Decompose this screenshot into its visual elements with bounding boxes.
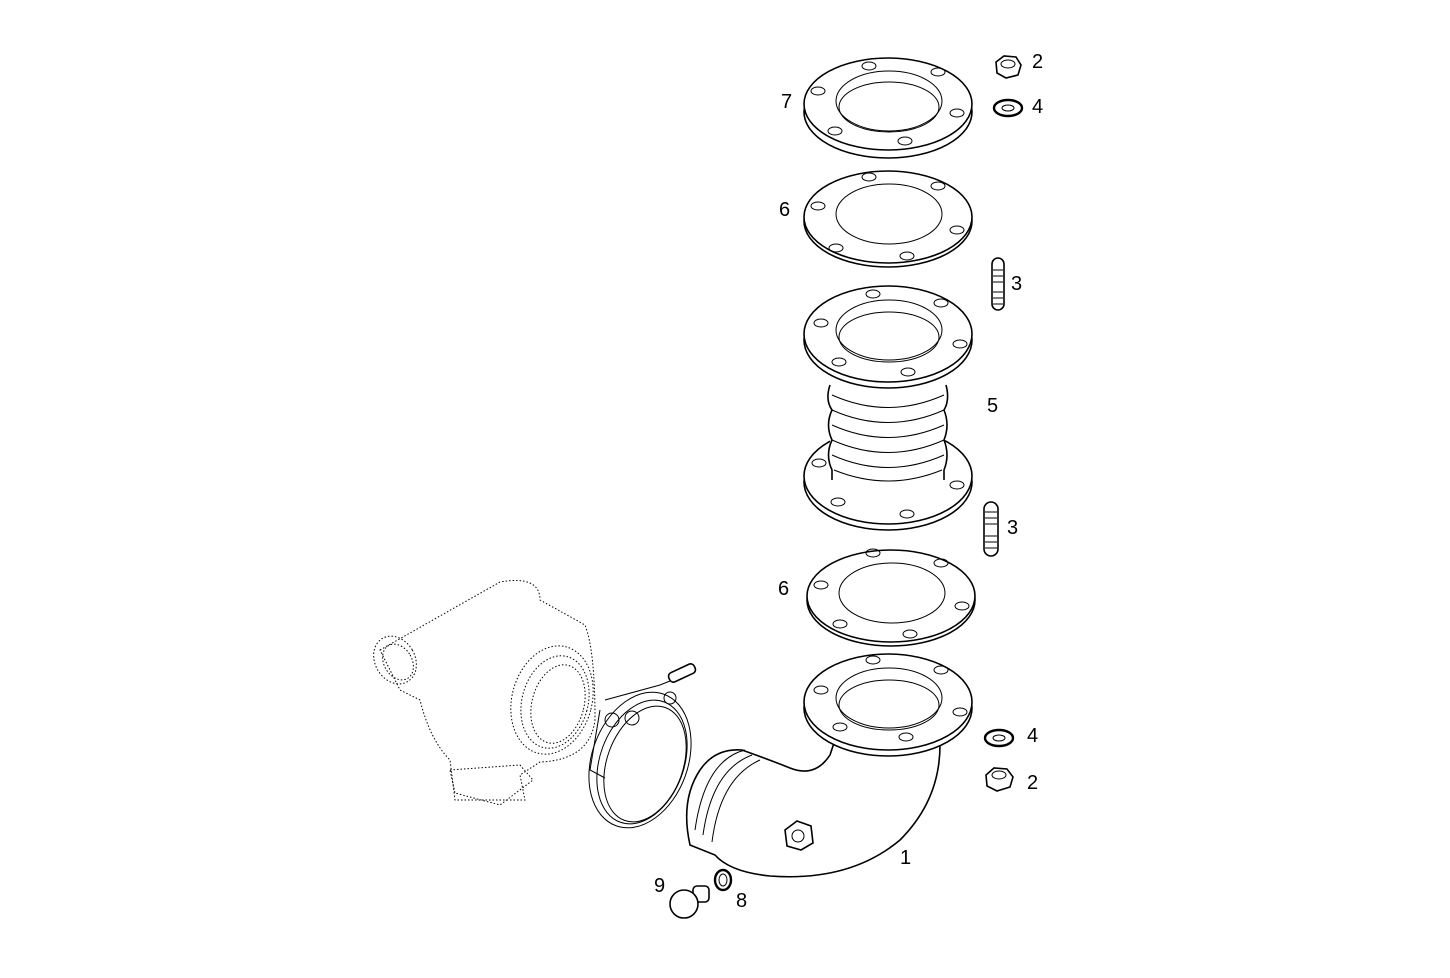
flange-part-7 xyxy=(803,57,973,159)
callout-part-6-bottom: 6 xyxy=(778,578,790,600)
callout-part-4-top: 4 xyxy=(1032,96,1044,118)
callout-part-8: 8 xyxy=(736,890,748,912)
nut-part-2-top xyxy=(995,55,1022,79)
gasket-part-6-bottom xyxy=(806,548,976,647)
callout-part-2-top: 2 xyxy=(1032,51,1044,73)
callout-part-6-top: 6 xyxy=(779,199,791,221)
v-band-clamp xyxy=(588,663,697,829)
callout-part-7: 7 xyxy=(781,91,793,113)
callout-part-3-bottom: 3 xyxy=(1007,517,1019,539)
turbocharger-reference xyxy=(373,580,596,806)
callout-part-1: 1 xyxy=(900,847,912,869)
seal-ring-part-8 xyxy=(713,868,733,892)
washer-part-4-bottom xyxy=(983,728,1015,748)
stud-part-3-top xyxy=(991,257,1005,311)
plug-part-9 xyxy=(669,885,710,919)
washer-part-4-top xyxy=(992,98,1024,118)
nut-part-2-bottom xyxy=(985,767,1014,792)
stud-part-3-bottom xyxy=(983,501,999,557)
bellows-compensator-part-5 xyxy=(803,285,973,531)
gasket-part-6-top xyxy=(803,170,973,268)
callout-part-3-top: 3 xyxy=(1011,273,1023,295)
callout-part-9: 9 xyxy=(654,875,666,897)
callout-part-4-bottom: 4 xyxy=(1027,725,1039,747)
callout-part-2-bottom: 2 xyxy=(1027,772,1039,794)
elbow-pipe-part-1 xyxy=(685,653,973,878)
callout-part-5: 5 xyxy=(987,395,999,417)
